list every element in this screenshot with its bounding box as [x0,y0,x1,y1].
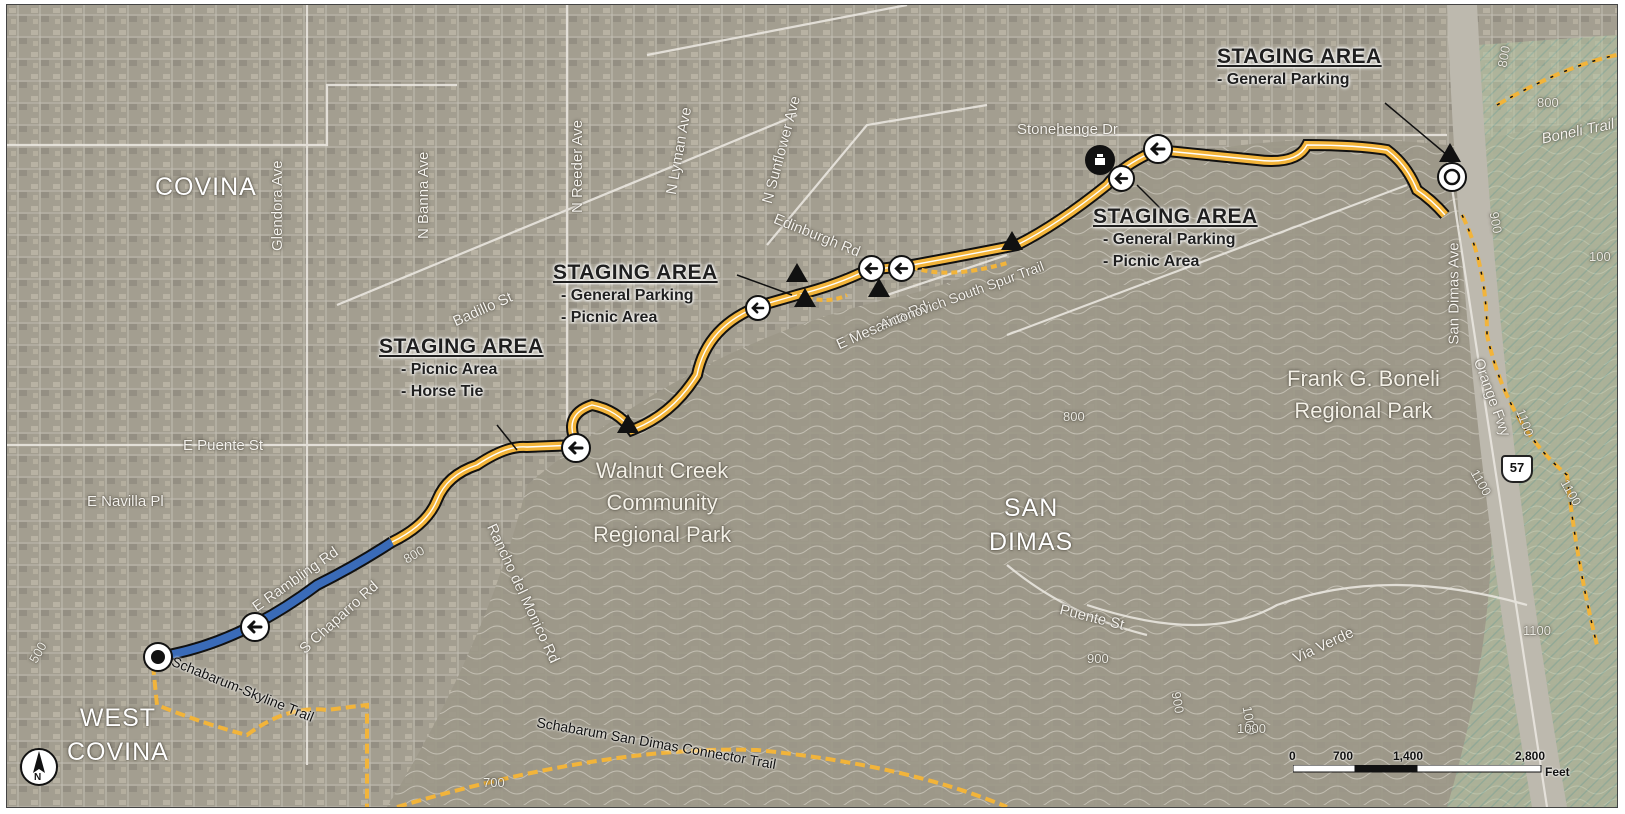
park-label-walnut-creek: Walnut Creek Community Regional Park [593,458,732,547]
direction-arrow-icon[interactable] [1143,134,1173,164]
trail-end-icon[interactable] [1437,162,1467,192]
scale-tick: 1,400 [1393,749,1424,763]
street-label-e-puente: E Puente St [183,437,264,454]
direction-arrow-icon[interactable] [858,255,885,282]
contour-label: 700 [483,775,505,790]
north-label: N [34,772,42,783]
contour-label: 900 [1087,651,1109,666]
trail-skyline-dashed [151,664,369,807]
staging-area-icon[interactable] [617,414,639,433]
scale-unit: Feet [1545,765,1570,779]
staging-area-item: - Picnic Area [401,361,498,378]
city-label-covina: COVINA [155,173,257,201]
city-label-west-covina: WEST COVINA [67,704,169,766]
direction-arrow-icon[interactable] [745,295,771,321]
staging-area-icon[interactable] [786,263,808,282]
scale-bar: 0 700 1,400 2,800 Feet [1289,749,1609,799]
scale-tick: 700 [1333,749,1354,763]
staging-area-callout: STAGING AREA - General Parking - Picnic … [1093,205,1258,273]
staging-area-item: - Picnic Area [561,309,658,326]
staging-area-item: - General Parking [561,287,694,304]
road-network [7,5,1549,807]
staging-area-icon[interactable] [868,278,890,297]
hillside-terrain [387,115,1617,807]
staging-area-title: STAGING AREA [1093,205,1258,228]
scale-tick: 0 [1289,749,1296,763]
staging-area-item: - General Parking [1217,71,1350,88]
direction-arrow-icon[interactable] [561,433,591,463]
trail-map: COVINA SAN DIMAS WEST COVINA Walnut Cree… [6,4,1618,808]
contour-label: 1100 [1523,623,1551,638]
highway-shield: 57 [1501,455,1533,483]
street-label-san-dimas-ave: San Dimas Ave [1445,242,1463,345]
staging-area-icon[interactable] [1439,143,1461,162]
north-arrow-icon: N [19,745,59,789]
staging-area-callout: STAGING AREA - General Parking - Picnic … [553,261,718,329]
restroom-icon[interactable] [1085,145,1115,175]
street-label-navilla: E Navilla Pl [87,493,164,510]
staging-area-callout: STAGING AREA - General Parking [1217,45,1382,91]
street-label-stonehenge: Stonehenge Dr [1017,121,1118,138]
contour-label: 1000 [1237,721,1266,736]
scale-tick: 2,800 [1515,749,1546,763]
map-canvas [7,5,1617,807]
direction-arrow-icon[interactable] [1108,165,1135,192]
freeway-corridor [1447,5,1567,807]
staging-area-item: - General Parking [1103,231,1236,248]
contour-label: 800 [1063,409,1085,424]
contour-label: 800 [1537,95,1559,110]
staging-area-item: - Picnic Area [1103,253,1200,270]
staging-area-title: STAGING AREA [553,261,718,284]
staging-area-icon[interactable] [1001,231,1023,250]
staging-leader-lines [496,102,1448,451]
contour-label: 100 [1589,249,1611,264]
street-label-reeder: N Reeder Ave [569,119,586,213]
direction-arrow-icon[interactable] [240,612,270,642]
park-label-bonelli: Frank G. Boneli Regional Park [1287,366,1440,423]
direction-arrow-icon[interactable] [888,255,915,282]
staging-area-item: - Horse Tie [401,383,484,400]
staging-area-callout: STAGING AREA - Picnic Area - Horse Tie [379,335,544,403]
staging-area-icon[interactable] [794,288,816,307]
staging-area-title: STAGING AREA [379,335,544,358]
staging-area-title: STAGING AREA [1217,45,1382,68]
trail-start-icon[interactable] [143,642,173,672]
trail-connector-dashed [396,747,1008,807]
street-label-banna: N Banna Ave [415,151,432,239]
street-label-glendora: Glendora Ave [269,160,286,251]
city-label-san-dimas: SAN DIMAS [989,494,1074,556]
